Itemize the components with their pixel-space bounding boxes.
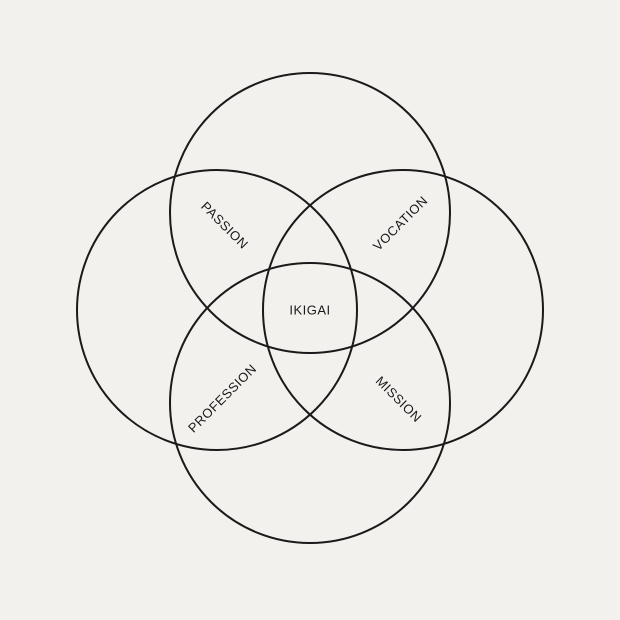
circle-top xyxy=(169,72,451,354)
label-mission: MISSION xyxy=(373,373,425,425)
label-ikigai: IKIGAI xyxy=(289,302,330,317)
label-passion: PASSION xyxy=(198,199,251,252)
label-vocation: VOCATION xyxy=(370,193,431,254)
circle-left xyxy=(76,169,358,451)
circle-right xyxy=(262,169,544,451)
circle-bottom xyxy=(169,262,451,544)
label-profession: PROFESSION xyxy=(185,361,259,435)
